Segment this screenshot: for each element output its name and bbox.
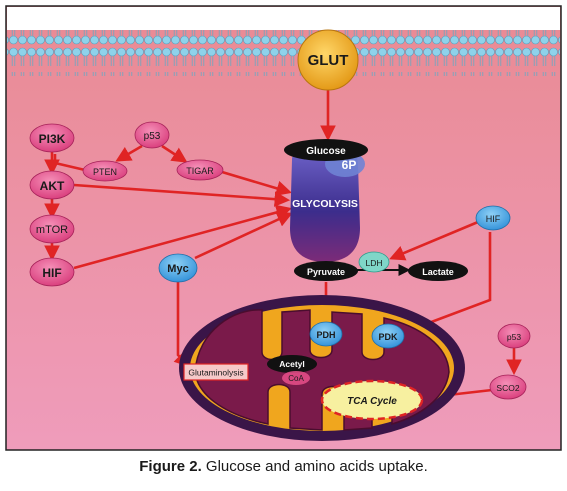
tigar-node: TIGAR <box>176 159 224 181</box>
tca-cycle-label: TCA Cycle <box>347 396 397 407</box>
glycolysis-node: 6P GLYCOLYSIS <box>290 150 365 262</box>
hif-left-node: HIF <box>29 257 75 287</box>
lactate-node: Lactate <box>408 261 468 281</box>
hif-right-node: HIF <box>475 205 511 231</box>
cell-membrane <box>7 30 560 76</box>
mtor-label: mTOR <box>36 224 68 236</box>
pyruvate-label: Pyruvate <box>307 267 345 277</box>
glycolysis-label: GLYCOLYSIS <box>292 198 358 210</box>
arrow-myc-glycolysis <box>194 212 293 260</box>
p53-right-label: p53 <box>507 332 521 342</box>
pdh-label: PDH <box>316 330 335 340</box>
p53-right-node: p53 <box>497 323 531 349</box>
figure-caption: Figure 2. Glucose and amino acids uptake… <box>0 458 567 475</box>
six-p-label: 6P <box>342 158 357 172</box>
pdh-node: PDH <box>309 321 343 347</box>
arrow-hif-glycolysis <box>73 204 293 270</box>
sco2-label: SCO2 <box>496 383 519 393</box>
glucose-node: Glucose <box>284 139 368 161</box>
pi3k-node: PI3K <box>29 123 75 153</box>
sco2-node: SCO2 <box>489 374 527 400</box>
figure-caption-text: Glucose and amino acids uptake. <box>201 458 428 475</box>
figure-caption-label: Figure 2. <box>139 458 202 475</box>
p53-top-label: p53 <box>144 131 161 142</box>
tca-cycle-node: TCA Cycle <box>320 379 424 421</box>
glut-label: GLUT <box>308 52 349 69</box>
myc-label: Myc <box>167 263 188 275</box>
pyruvate-node: Pyruvate <box>294 261 358 281</box>
lactate-label: Lactate <box>422 267 454 277</box>
coa-label: CoA <box>288 374 304 383</box>
akt-label: AKT <box>40 179 65 193</box>
acetyl-label: Acetyl <box>279 359 305 369</box>
hif-left-label: HIF <box>42 266 61 280</box>
arrow-hif-ldh <box>389 220 479 261</box>
pi3k-label: PI3K <box>39 132 66 146</box>
myc-node: Myc <box>158 253 198 283</box>
ldh-label: LDH <box>365 258 382 268</box>
arrow-hif-pdk <box>407 232 492 333</box>
pdk-label: PDK <box>378 332 398 342</box>
arrow-p53-pten <box>115 144 143 162</box>
arrow-tigar-glycolysis <box>221 170 292 196</box>
arrow-pten-pi3k <box>53 154 86 172</box>
arrow-p53-tigar <box>161 144 188 163</box>
glucose-label: Glucose <box>306 146 346 157</box>
arrow-akt-glycolysis <box>73 183 291 207</box>
pten-label: PTEN <box>93 167 117 177</box>
akt-node: AKT <box>29 170 75 200</box>
tigar-label: TIGAR <box>186 166 214 176</box>
glut-node: GLUT <box>297 29 359 91</box>
glutaminolysis-node: Glutaminolysis <box>183 363 249 381</box>
acetyl-coa-node: Acetyl CoA <box>267 355 317 385</box>
ldh-node: LDH <box>358 251 390 273</box>
p53-top-node: p53 <box>134 121 170 149</box>
metabolism-diagram: GLUT 6P GLYCOLYSIS Glucose PI3K p53 PTEN… <box>5 5 562 451</box>
glutaminolysis-label: Glutaminolysis <box>188 368 243 378</box>
hif-right-label: HIF <box>486 214 501 224</box>
pten-node: PTEN <box>82 160 128 182</box>
mtor-node: mTOR <box>29 214 75 244</box>
pdk-node: PDK <box>371 323 405 349</box>
